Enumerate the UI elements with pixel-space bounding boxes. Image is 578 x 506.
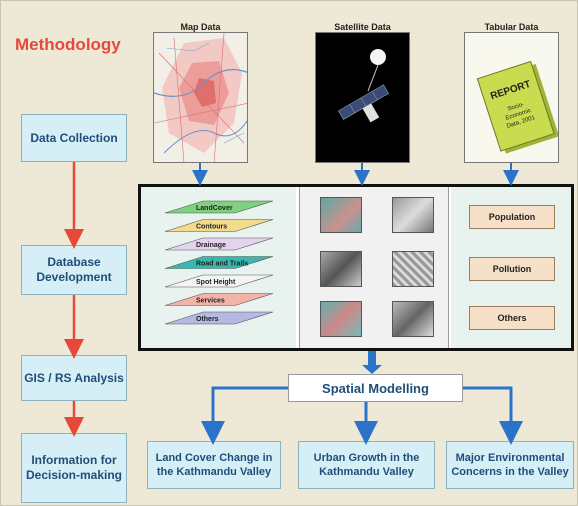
spatial-modelling-box: Spatial Modelling xyxy=(288,374,463,402)
layer-sheet xyxy=(164,293,274,306)
map-graphic xyxy=(154,33,247,162)
layer-label: Services xyxy=(196,298,225,305)
layer-sheet xyxy=(164,219,274,232)
satellite-thumb xyxy=(392,251,434,287)
layer-sheet xyxy=(164,274,274,288)
tabular-item-pollution: Pollution xyxy=(469,257,555,281)
tabular-item-population: Population xyxy=(469,205,555,229)
output-land-cover-change: Land Cover Change in the Kathmandu Valle… xyxy=(147,441,281,489)
report-graphic: REPORT Socio- Economic Data, 2001 xyxy=(465,33,558,162)
tabular-item-others: Others xyxy=(469,306,555,330)
layer-label: Contours xyxy=(196,224,227,231)
layer-label: Road and Trails xyxy=(196,261,248,268)
layer-sheet xyxy=(164,256,274,269)
tabular-data-label: Tabular Data xyxy=(484,22,539,32)
arrow-modelling-right xyxy=(463,386,523,445)
satellite-data-label: Satellite Data xyxy=(334,22,391,32)
layer-sheet xyxy=(164,311,274,325)
output-urban-growth: Urban Growth in the Kathmandu Valley xyxy=(298,441,435,489)
layer-label: Spot Height xyxy=(196,279,236,286)
map-image xyxy=(153,32,248,163)
layer-label: Others xyxy=(196,316,219,323)
arrow-modelling-left xyxy=(201,386,288,445)
layer-label: LandCover xyxy=(196,205,233,212)
arrow-box-to-modelling xyxy=(368,351,376,365)
report-image: REPORT Socio- Economic Data, 2001 xyxy=(464,32,559,163)
satellite-thumb xyxy=(392,301,434,337)
satellite-graphic xyxy=(316,33,409,162)
map-data-label: Map Data xyxy=(180,22,221,32)
satellite-thumbs-panel xyxy=(299,187,449,348)
layer-label: Drainage xyxy=(196,242,226,249)
layer-sheet xyxy=(164,200,274,214)
satellite-thumb xyxy=(392,197,434,233)
satellite-thumb xyxy=(320,251,362,287)
layer-sheet xyxy=(164,237,274,251)
satellite-thumb xyxy=(320,301,362,337)
diagram-title: Methodology xyxy=(15,35,121,54)
satellite-image xyxy=(315,32,410,163)
stage-information-decision: Information for Decision-making xyxy=(21,433,127,503)
report-line-1: Socio- xyxy=(507,102,525,113)
satellite-thumb xyxy=(320,197,362,233)
stage-data-collection: Data Collection xyxy=(21,114,127,162)
tabular-panel: Population Pollution Others xyxy=(451,187,571,348)
